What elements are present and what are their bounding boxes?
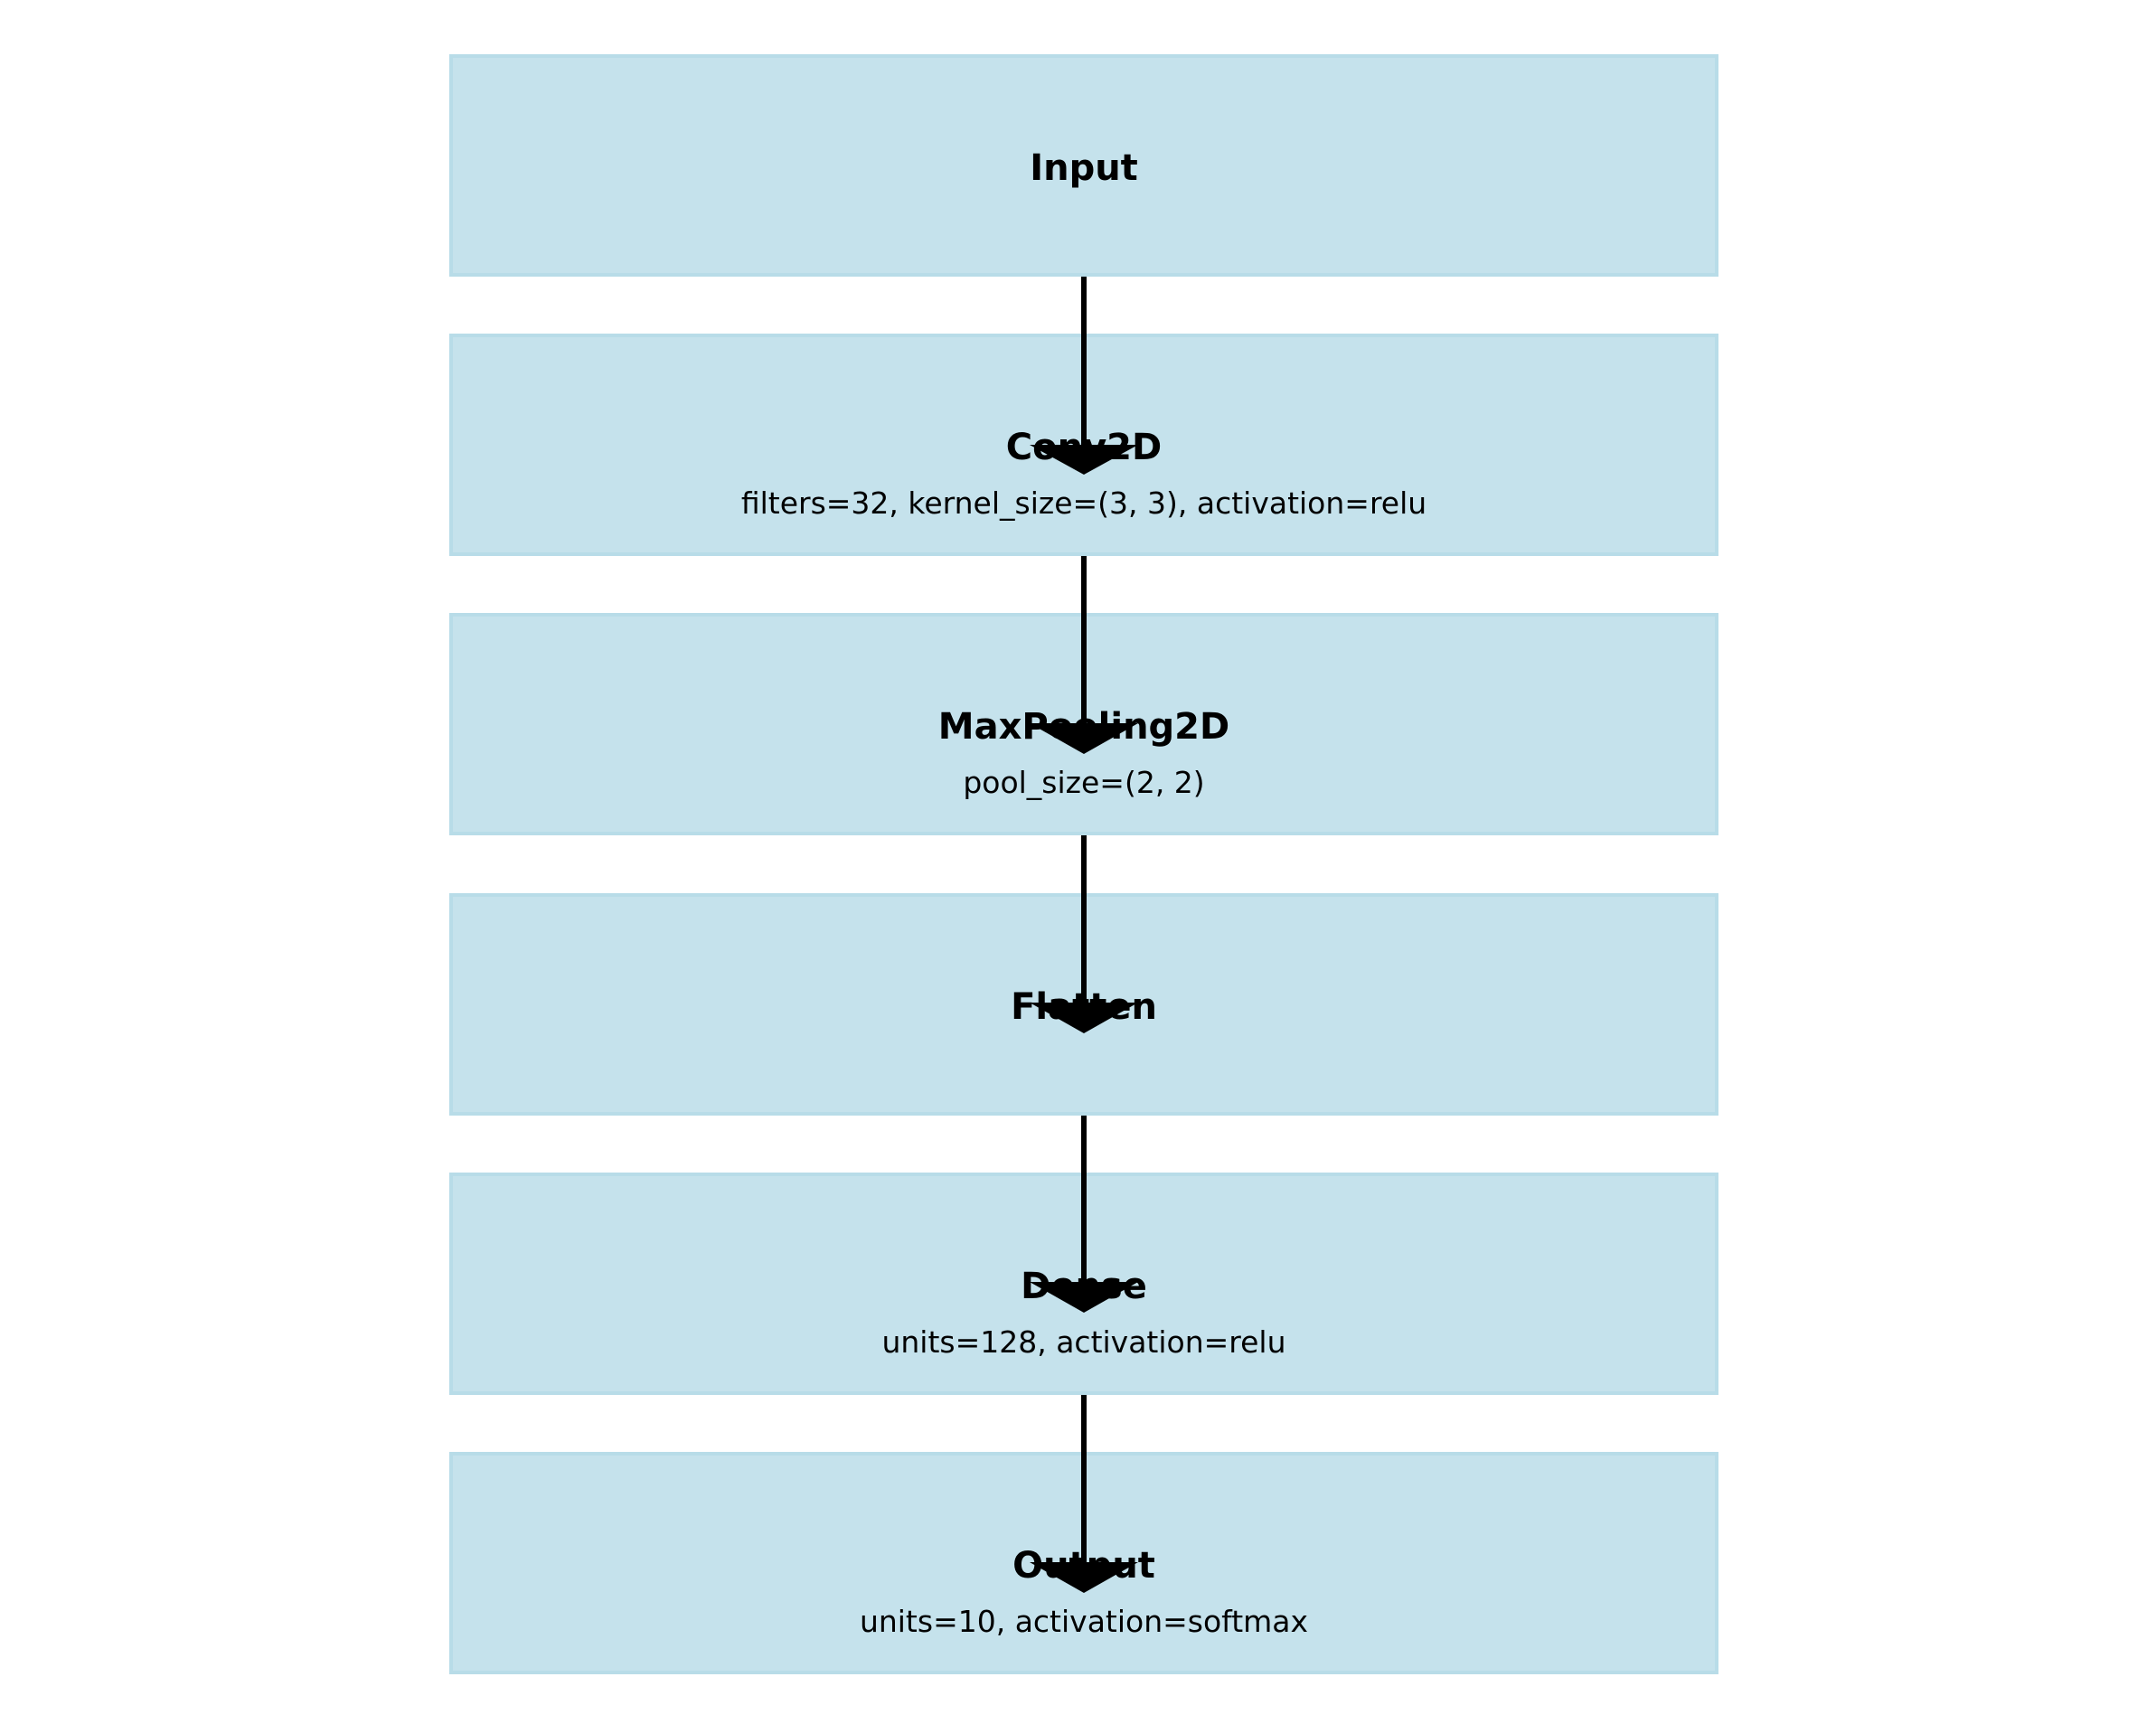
layer-name: Output xyxy=(1012,1545,1155,1587)
layer-name: Flatten xyxy=(1011,986,1157,1028)
layer-params: pool_size=(2, 2) xyxy=(963,765,1205,800)
layer-box-dense: Dense units=128, activation=relu xyxy=(449,1173,1718,1395)
layer-params: units=128, activation=relu xyxy=(881,1324,1286,1360)
layer-box-output: Output units=10, activation=softmax xyxy=(449,1452,1718,1674)
layer-name: Input xyxy=(1030,147,1138,189)
layer-name: MaxPooling2D xyxy=(937,706,1230,748)
layer-box-conv2d: Conv2D filters=32, kernel_size=(3, 3), a… xyxy=(449,334,1718,556)
layer-params: units=10, activation=softmax xyxy=(859,1604,1309,1639)
layer-params: filters=32, kernel_size=(3, 3), activati… xyxy=(740,485,1427,521)
layer-name: Dense xyxy=(1021,1266,1147,1307)
layer-box-maxpooling2d: MaxPooling2D pool_size=(2, 2) xyxy=(449,613,1718,835)
layer-name: Conv2D xyxy=(1005,427,1163,468)
layer-box-flatten: Flatten xyxy=(449,893,1718,1116)
layer-box-input: Input xyxy=(449,54,1718,277)
